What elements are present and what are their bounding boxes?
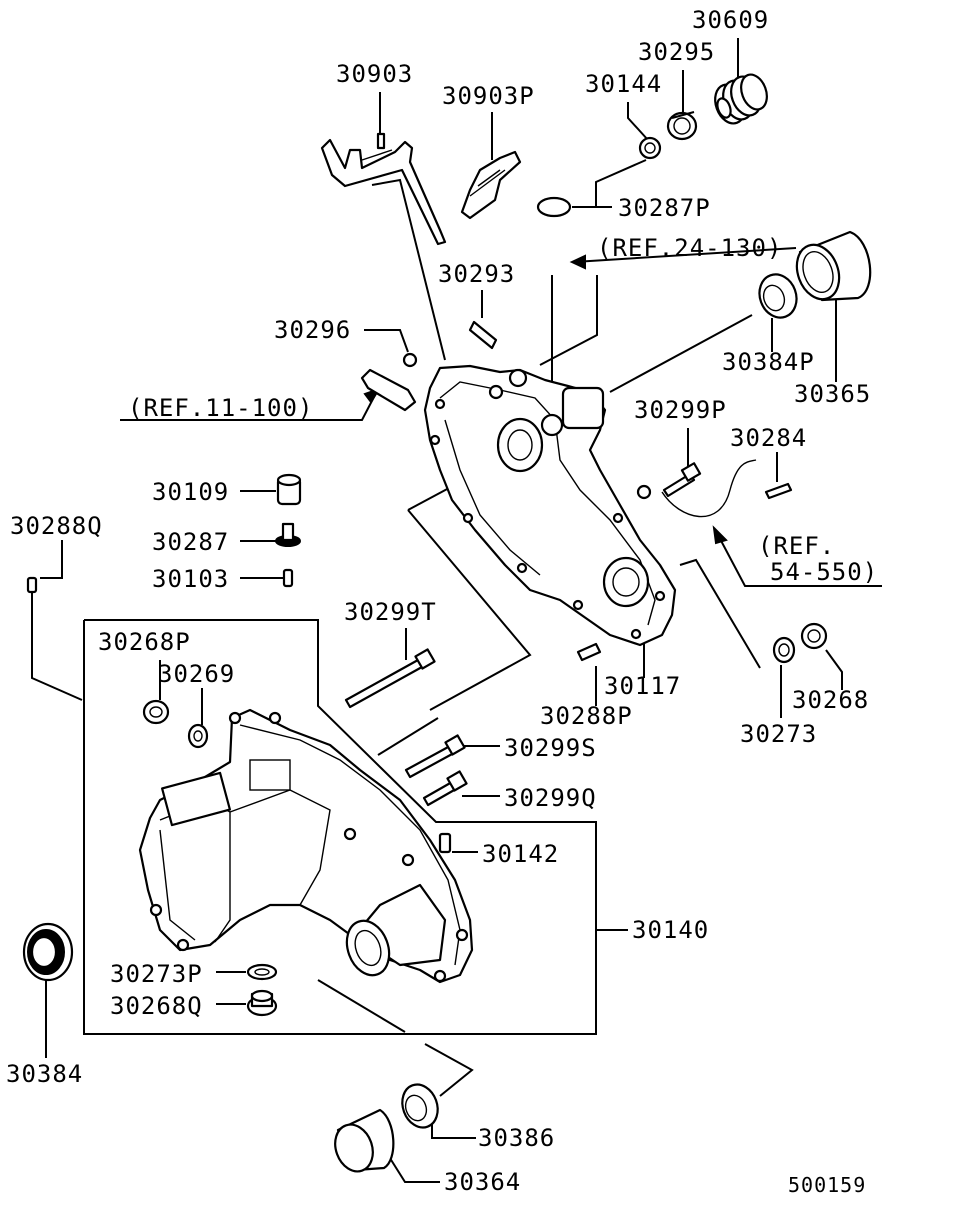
washer-30144 — [638, 136, 662, 160]
coil-spring-30609 — [714, 73, 768, 125]
plug-30296 — [402, 352, 418, 368]
label-ref-54-550-line1[interactable]: (REF. — [758, 532, 835, 560]
label-30144[interactable]: 30144 — [585, 70, 662, 98]
label-30386[interactable]: 30386 — [478, 1124, 555, 1152]
label-30287[interactable]: 30287 — [152, 528, 229, 556]
label-30299Q[interactable]: 30299Q — [504, 784, 597, 812]
label-30295[interactable]: 30295 — [638, 38, 715, 66]
pin-30103 — [282, 568, 294, 588]
pin-30288P — [576, 642, 602, 662]
label-30273[interactable]: 30273 — [740, 720, 817, 748]
label-30364[interactable]: 30364 — [444, 1168, 521, 1196]
label-30903P[interactable]: 30903P — [442, 82, 535, 110]
label-30109[interactable]: 30109 — [152, 478, 229, 506]
label-30299S[interactable]: 30299S — [504, 734, 597, 762]
oil-seal-30384P — [758, 273, 798, 319]
label-30268[interactable]: 30268 — [792, 686, 869, 714]
label-30384[interactable]: 30384 — [6, 1060, 83, 1088]
label-30142[interactable]: 30142 — [482, 840, 559, 868]
plug-30287P — [536, 196, 572, 218]
bracket-30903 — [320, 132, 447, 246]
label-ref-24-130[interactable]: (REF.24-130) — [597, 234, 782, 262]
label-30299P[interactable]: 30299P — [634, 396, 727, 424]
label-30288Q[interactable]: 30288Q — [10, 512, 103, 540]
bolt-30299Q — [422, 770, 468, 807]
gasket-30273P — [246, 963, 278, 981]
label-30609[interactable]: 30609 — [692, 6, 769, 34]
gasket-30269 — [187, 723, 209, 749]
plug-30287 — [275, 522, 301, 547]
spring-30293 — [468, 320, 498, 350]
oil-seal-30384 — [22, 922, 74, 982]
part-number-labels: 30609 30295 30144 30903 30903P 30287P (R… — [6, 6, 878, 1197]
transfer-case-cover — [423, 364, 677, 647]
bracket-30903P — [460, 150, 522, 220]
label-30365[interactable]: 30365 — [794, 380, 871, 408]
label-30269[interactable]: 30269 — [158, 660, 235, 688]
oil-seal-30386 — [401, 1083, 439, 1129]
bolt-30299P — [662, 462, 702, 498]
bolt-30299T — [344, 648, 436, 709]
label-30268Q[interactable]: 30268Q — [110, 992, 203, 1020]
label-30140[interactable]: 30140 — [632, 916, 709, 944]
lever-ref-11-100 — [360, 368, 417, 412]
gasket-30273 — [772, 636, 796, 664]
label-30299T[interactable]: 30299T — [344, 598, 437, 626]
label-30268P[interactable]: 30268P — [98, 628, 191, 656]
label-30293[interactable]: 30293 — [438, 260, 515, 288]
label-30384P[interactable]: 30384P — [722, 348, 815, 376]
label-30117[interactable]: 30117 — [604, 672, 681, 700]
label-30284[interactable]: 30284 — [730, 424, 807, 452]
label-30903[interactable]: 30903 — [336, 60, 413, 88]
dust-cover-30364 — [334, 1108, 395, 1173]
diagram-id: 500159 — [788, 1173, 866, 1197]
label-ref-54-550-line2[interactable]: 54-550) — [770, 558, 878, 586]
plug-30268Q — [246, 989, 278, 1017]
plug-30268 — [800, 622, 828, 650]
label-30288P[interactable]: 30288P — [540, 702, 633, 730]
label-30287P[interactable]: 30287P — [618, 194, 711, 222]
label-ref-11-100[interactable]: (REF.11-100) — [128, 394, 313, 422]
ground-wire-30284 — [636, 459, 793, 518]
pin-30288Q — [26, 576, 38, 594]
transfer-case-housing — [138, 708, 474, 984]
plug-30268P — [142, 699, 170, 725]
leader-lines — [31, 38, 882, 1183]
bolt-30299S — [404, 734, 466, 779]
label-30296[interactable]: 30296 — [274, 316, 351, 344]
label-30103[interactable]: 30103 — [152, 565, 229, 593]
snap-ring-30295 — [666, 111, 698, 141]
clip-30142 — [438, 832, 452, 854]
label-30273P[interactable]: 30273P — [110, 960, 203, 988]
cap-30109 — [276, 473, 302, 506]
dust-cover-30365 — [795, 230, 872, 302]
